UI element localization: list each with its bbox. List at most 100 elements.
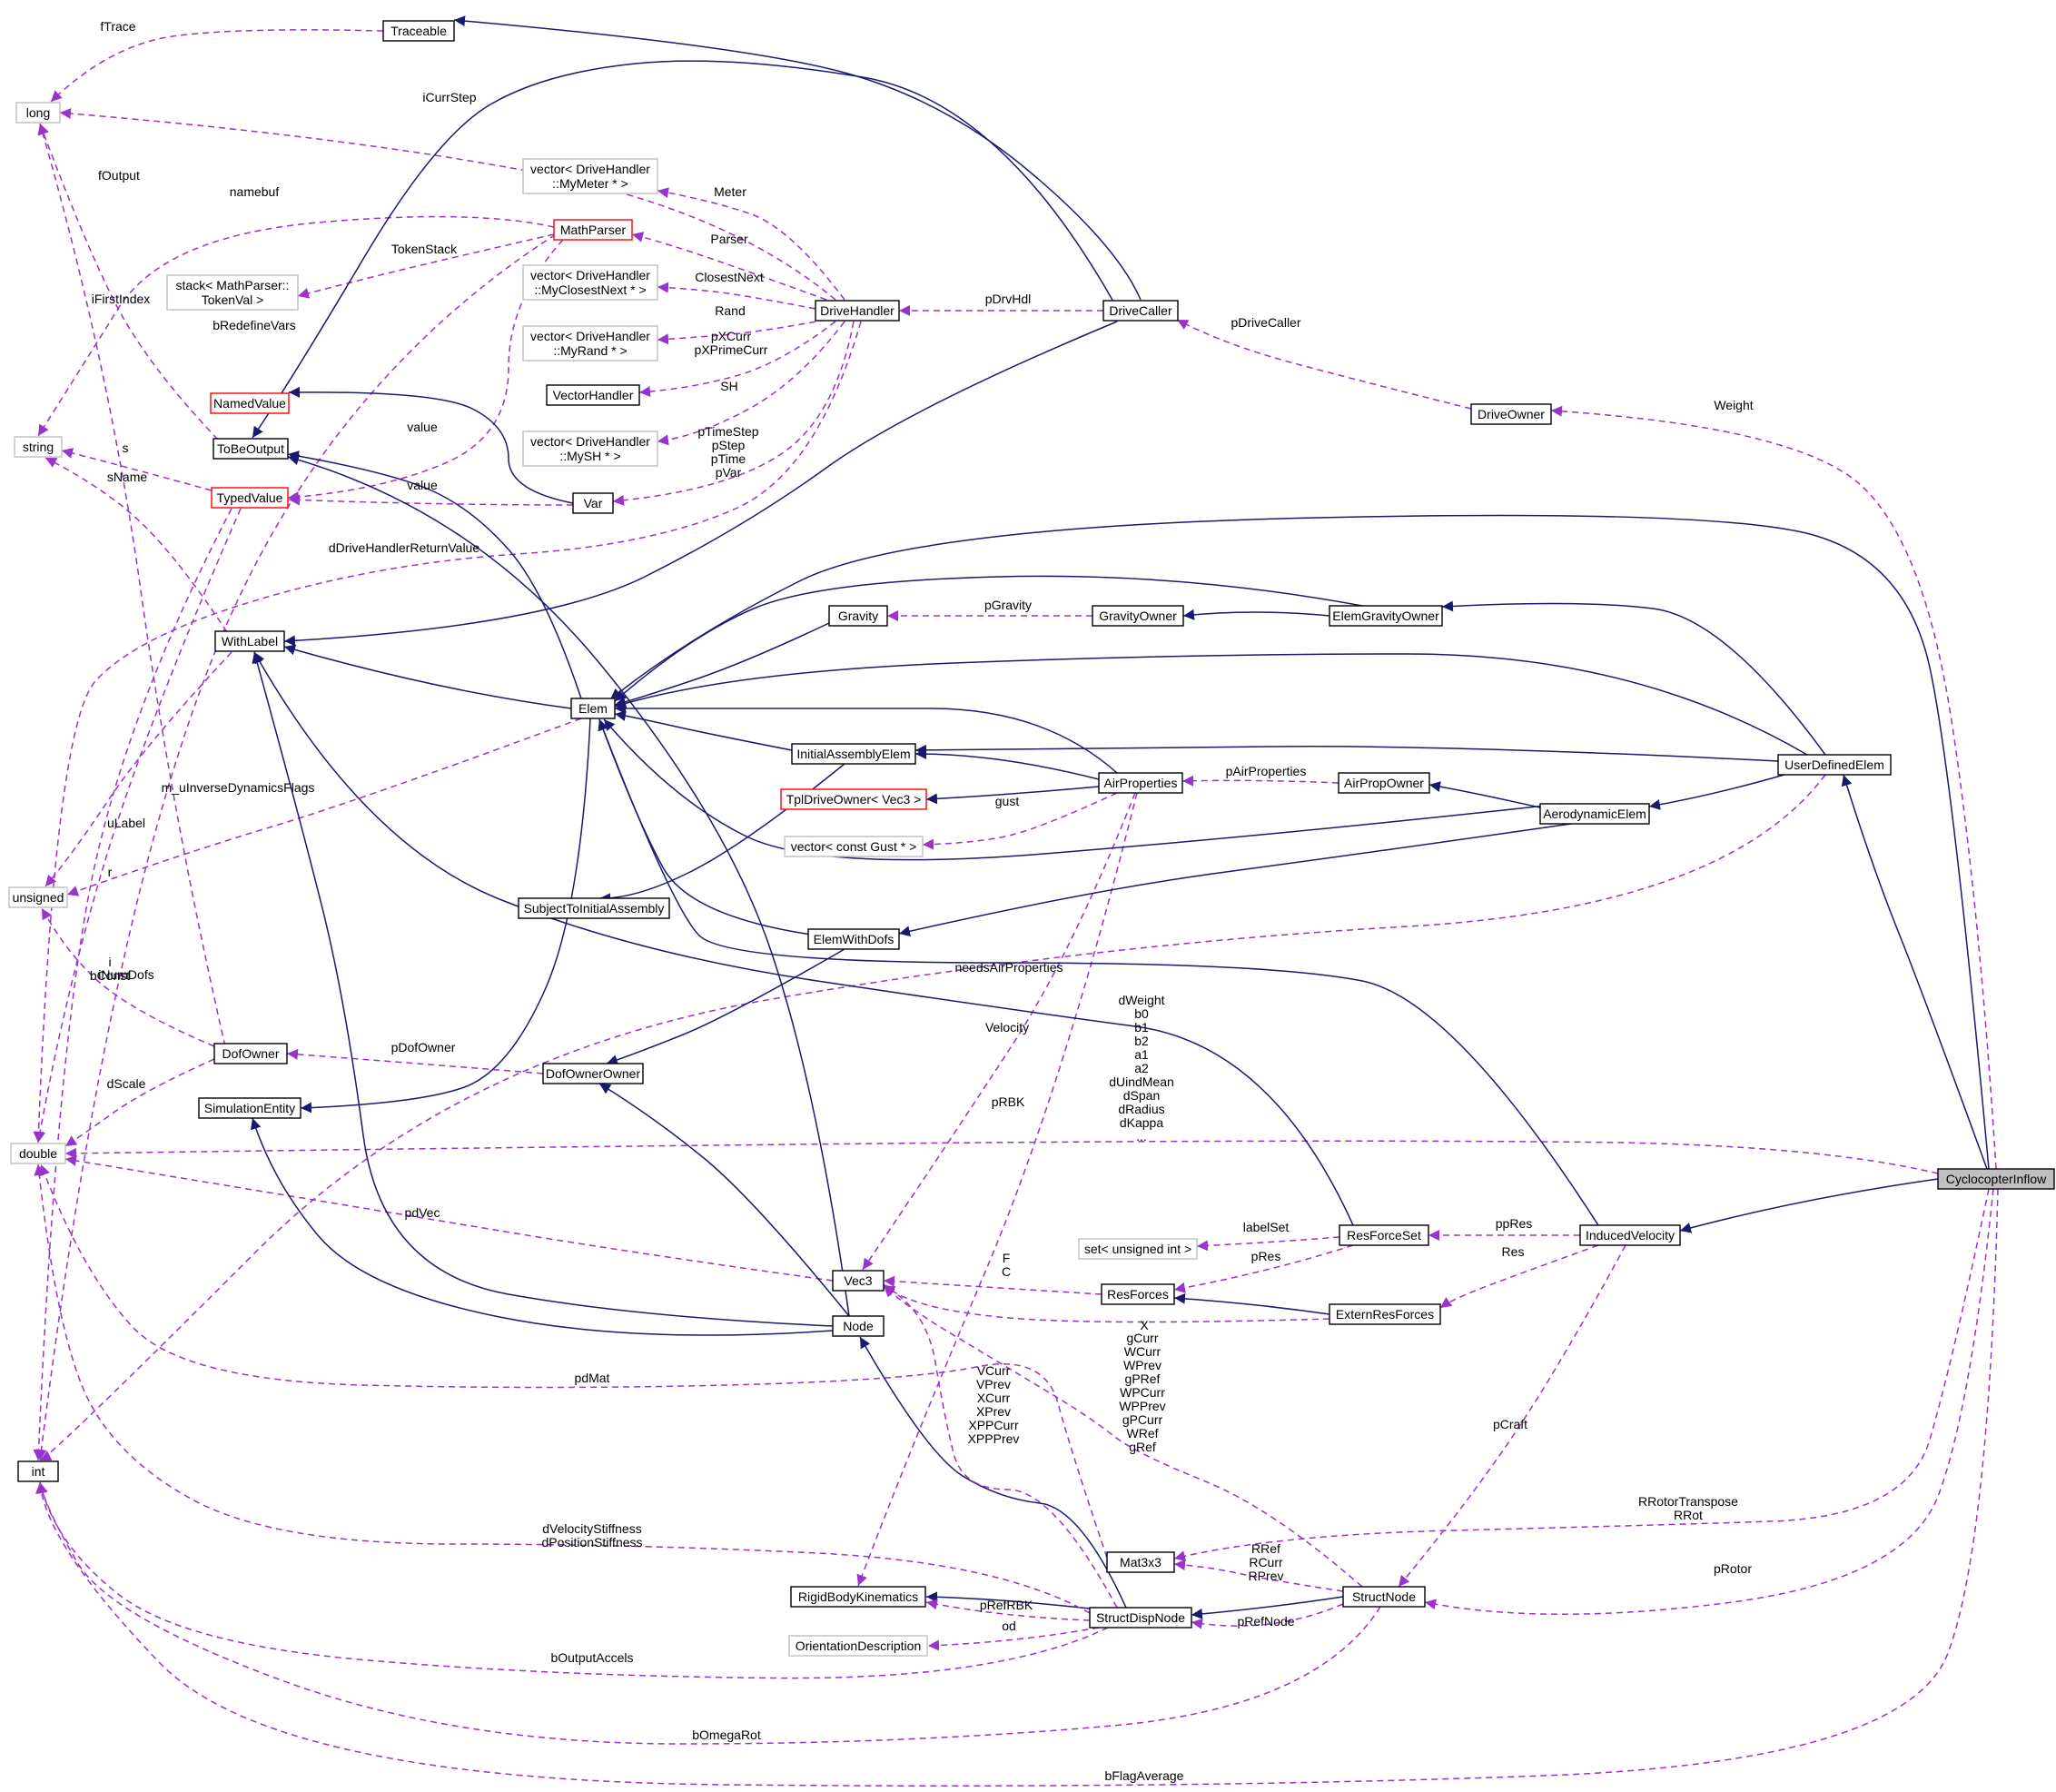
edge-label-CyclocopterInflow-to-double: ... [1136,1129,1147,1144]
inheritance-edge-ExternResForces-to-ResForces [1173,1292,1330,1315]
class-node-box [211,487,289,509]
usage-edge-StructDispNode-to-int [36,1481,1109,1679]
usage-edge-AirProperties-to-RigidBodyKinematics [856,792,1138,1587]
class-node-box [1470,403,1552,425]
class-node-OrientationDescription[interactable]: OrientationDescription [788,1635,928,1657]
class-node-Vec3[interactable]: Vec3 [832,1270,885,1292]
class-node-VectorHandler[interactable]: VectorHandler [546,384,640,406]
usage-edge-Vec3-to-double [64,1155,834,1282]
edge-label-StructNode-to-Mat3x3: RPrev [1249,1569,1284,1583]
class-node-string[interactable]: string [14,436,63,458]
edge-label-DriveHandler-to-vecRand: Rand [715,303,745,318]
class-node-vecRand[interactable]: vector< DriveHandler::MyRand * > [522,325,658,361]
class-node-vecSH[interactable]: vector< DriveHandler::MySH * > [522,431,658,467]
edge-label-StructNode-to-Vec3: gPRef [1125,1371,1161,1386]
class-node-DriveOwner[interactable]: DriveOwner [1470,403,1552,425]
class-node-setUnsigned[interactable]: set< unsigned int > [1078,1238,1198,1260]
class-node-ToBeOutput[interactable]: ToBeOutput [213,438,289,460]
class-node-label: int [32,1464,45,1479]
class-node-box [1092,605,1184,627]
class-node-SimulationEntity[interactable]: SimulationEntity [198,1097,301,1119]
class-node-UserDefinedElem[interactable]: UserDefinedElem [1777,754,1892,776]
edge-label-DriveHandler-to-MathParser: Parser [710,232,748,246]
class-node-NamedValue[interactable]: NamedValue [210,392,290,414]
class-node-box [522,264,658,301]
class-node-AirProperties[interactable]: AirProperties [1098,772,1183,794]
edge-label-AirProperties-to-Vec3: Velocity [985,1020,1029,1035]
class-node-TypedValue[interactable]: TypedValue [211,487,289,509]
class-node-Traceable[interactable]: Traceable [382,20,455,42]
class-node-box [1098,772,1183,794]
class-node-GravityOwner[interactable]: GravityOwner [1092,605,1184,627]
class-node-StructDispNode[interactable]: StructDispNode [1089,1607,1192,1629]
class-node-unsigned[interactable]: unsigned [8,886,68,908]
class-node-ElemGravityOwner[interactable]: ElemGravityOwner [1329,605,1443,627]
class-node-CyclocopterInflow[interactable]: CyclocopterInflow [1937,1168,2055,1190]
class-node-Gravity[interactable]: Gravity [828,605,888,627]
class-node-stackToken[interactable]: stack< MathParser::TokenVal > [166,274,299,311]
inheritance-edge-Var-to-NamedValue [288,386,574,504]
class-node-label: ::MyRand * > [553,343,627,358]
usage-edge-DriveHandler-to-double [33,321,862,1144]
class-node-TplDriveOwner[interactable]: TplDriveOwner< Vec3 > [780,788,927,810]
edge-label-MathParser-to-string: namebuf [230,184,280,199]
class-node-MathParser[interactable]: MathParser [553,219,633,241]
edge-label-StructNode-to-Vec3: WRef [1127,1426,1159,1441]
edge-label-DofOwner-to-unsigned: iNumDofs [98,967,153,982]
class-node-Node[interactable]: Node [832,1315,885,1337]
usage-edge-UserDefinedElem-to-int [39,774,1826,1461]
class-node-DofOwner[interactable]: DofOwner [213,1043,288,1064]
inheritance-edge-StructNode-to-StructDispNode [1191,1596,1344,1619]
class-node-AirPropOwner[interactable]: AirPropOwner [1338,772,1430,794]
class-node-label: ElemGravityOwner [1332,609,1439,623]
class-node-double[interactable]: double [10,1143,66,1164]
class-node-vecMeter[interactable]: vector< DriveHandler::MyMeter * > [522,158,658,194]
class-node-label: AirPropOwner [1344,776,1424,790]
inheritance-edge-DriveCaller-to-Traceable [453,15,1142,301]
class-node-vecGust[interactable]: vector< const Gust * > [784,836,924,857]
usage-edge-ToBeOutput-to-long [38,123,219,441]
usage-edge-TypedValue-to-int [33,508,232,1461]
edge-label-StructDispNode-to-double: dVelocityStiffness [542,1521,641,1536]
class-node-Mat3x3[interactable]: Mat3x3 [1106,1551,1175,1573]
usage-edge-DriveOwner-to-DriveCaller [1176,319,1472,410]
class-node-WithLabel[interactable]: WithLabel [214,630,285,652]
class-node-DofOwnerOwner[interactable]: DofOwnerOwner [542,1063,644,1084]
class-node-AerodynamicElem[interactable]: AerodynamicElem [1539,803,1650,825]
class-node-box [17,1460,59,1482]
usage-edge-StructNode-to-Vec3 [883,1285,1363,1588]
class-node-label: Elem [578,701,608,716]
class-node-ExternResForces[interactable]: ExternResForces [1329,1303,1441,1325]
class-node-RigidBodyKinematics[interactable]: RigidBodyKinematics [790,1586,926,1608]
class-node-InitialAssemblyElem[interactable]: InitialAssemblyElem [791,743,916,765]
edge-label-DofOwner-to-long: iFirstIndex [92,292,151,306]
class-node-InducedVelocity[interactable]: InducedVelocity [1579,1224,1681,1246]
class-node-Elem[interactable]: Elem [570,698,616,719]
class-node-Var[interactable]: Var [572,492,614,514]
class-node-DriveHandler[interactable]: DriveHandler [815,300,900,322]
edge-label-StructDispNode-to-Vec3: XPrev [976,1404,1011,1419]
class-node-label: Traceable [390,24,447,38]
edge-label-ResForces-to-Vec3: C [1002,1264,1011,1279]
usage-edge-WithLabel-to-unsigned [44,651,232,887]
class-node-ResForceSet[interactable]: ResForceSet [1339,1224,1429,1246]
class-node-long[interactable]: long [15,102,61,124]
class-node-SubjectToInitialAssembly[interactable]: SubjectToInitialAssembly [518,897,670,919]
class-node-ResForces[interactable]: ResForces [1101,1283,1175,1305]
usage-edge-TypedValue-to-double [35,508,242,1144]
class-node-label: StructDispNode [1096,1610,1185,1625]
class-node-vecClosest[interactable]: vector< DriveHandler::MyClosestNext * > [522,264,658,301]
class-node-label: DriveCaller [1109,303,1172,318]
edge-label-Var-to-TypedValue: value [407,478,438,492]
class-node-ElemWithDofs[interactable]: ElemWithDofs [807,928,900,950]
edge-label-StructNode-to-Mat3x3: RCurr [1249,1555,1283,1569]
class-node-StructNode[interactable]: StructNode [1342,1586,1426,1608]
usage-edge-StructNode-to-Mat3x3 [1173,1559,1344,1592]
class-node-DriveCaller[interactable]: DriveCaller [1102,300,1179,322]
class-node-int[interactable]: int [17,1460,59,1482]
edge-label-DriveHandler-to-Var: pStep [712,438,746,452]
edge-label-InducedVelocity-to-StructNode: pCraft [1493,1417,1527,1431]
edge-label-DriveHandler-to-Var: pVar [716,465,742,480]
inheritance-edge-StructDispNode-to-RigidBodyKinematics [925,1591,1091,1609]
